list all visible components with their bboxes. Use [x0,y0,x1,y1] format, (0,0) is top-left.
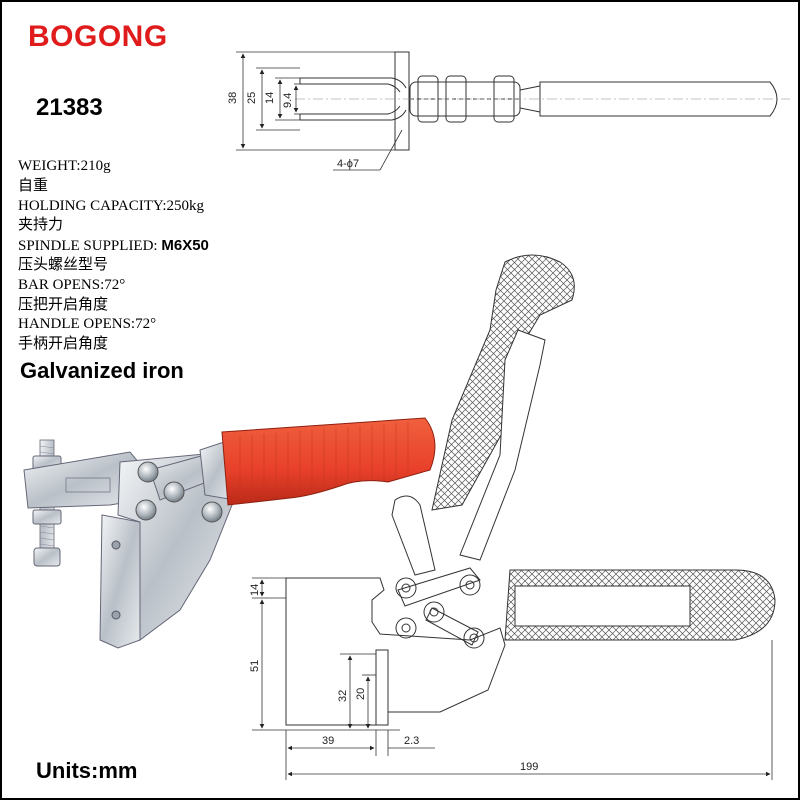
dim-9-4: 9.4 [282,93,294,108]
top-base-plate [394,51,410,151]
model-number: 21383 [36,94,103,121]
spindle-nut-bottom [32,509,62,525]
spec-handle-opens: HANDLE OPENS:72° [18,315,209,335]
side-dimension-labels: 14 51 32 20 39 2.3 199 [249,584,538,773]
top-handle-grip [539,81,778,117]
base-plate [99,514,141,649]
spec-holding-capacity-cn: 夹持力 [18,217,64,234]
spec-weight: WEIGHT:210g [18,157,209,177]
side-dimensions [252,577,773,780]
dim-side-14: 14 [249,584,261,596]
dim-side-199: 199 [520,761,538,773]
spec-spindle: SPINDLE SUPPLIED: M6X50 [18,236,209,256]
dim-side-51: 51 [249,660,261,672]
spec-spindle-cn: 压头螺丝型号 [18,256,109,273]
spec-value: 210g [80,158,111,174]
spec-label: HOLDING CAPACITY: [18,197,167,214]
dim-38: 38 [227,92,239,104]
spec-holding-capacity: HOLDING CAPACITY:250kg [18,197,209,217]
dim-side-39: 39 [322,735,334,747]
clamp-body-outline [285,577,506,726]
spec-value: 72° [135,316,157,333]
spec-label: SPINDLE SUPPLIED: [18,238,162,255]
spec-value: 250kg [166,197,205,214]
rivet-3 [135,499,157,521]
spec-label: BAR OPENS: [18,276,105,293]
dim-holes: 4-ϕ7 [337,158,359,170]
side-pivots [395,574,485,649]
linkage-arm [397,567,481,607]
spec-list: WEIGHT:210g 自重 HOLDING CAPACITY:250kg 夹持… [18,157,209,355]
dim-side-20: 20 [355,688,367,700]
spindle-pad [33,547,61,567]
spec-value: 72° [104,276,126,293]
open-handle-grip [431,254,575,511]
dim-14: 14 [264,92,276,104]
top-dimension-labels: 38 25 14 9.4 4-ϕ7 [227,92,359,170]
product-photo [23,417,436,649]
material-label: Galvanized iron [20,358,184,383]
top-view-drawing [236,51,790,171]
rivet-2 [163,481,185,503]
spec-bar-opens-cn: 压把开启角度 [18,296,109,313]
spec-weight-cn: 自重 [18,177,49,194]
spec-handle-opens-cn: 手柄开启角度 [18,336,109,353]
top-fork-inner-lower [300,105,401,115]
top-fork-arm-lower [300,109,407,121]
spec-value: M6X50 [161,237,209,255]
top-fork-inner-upper [300,83,401,93]
open-clamp-bar [391,495,436,576]
spec-bar-opens: BAR OPENS:72° [18,276,209,296]
top-fork-arm-upper [300,77,407,89]
spec-label: HANDLE OPENS: [18,316,136,333]
top-dimensions [236,51,403,171]
spec-label: WEIGHT: [18,158,81,174]
side-view-drawing [252,254,776,780]
dim-25: 25 [246,92,258,104]
dim-side-32: 32 [337,690,349,702]
units-label: Units:mm [36,758,138,783]
rivet-1 [137,461,159,483]
rivet-4 [201,501,223,523]
brand-name: BOGONG [28,20,168,53]
dim-side-2-3: 2.3 [404,735,419,747]
handle-red-grip [221,417,436,506]
